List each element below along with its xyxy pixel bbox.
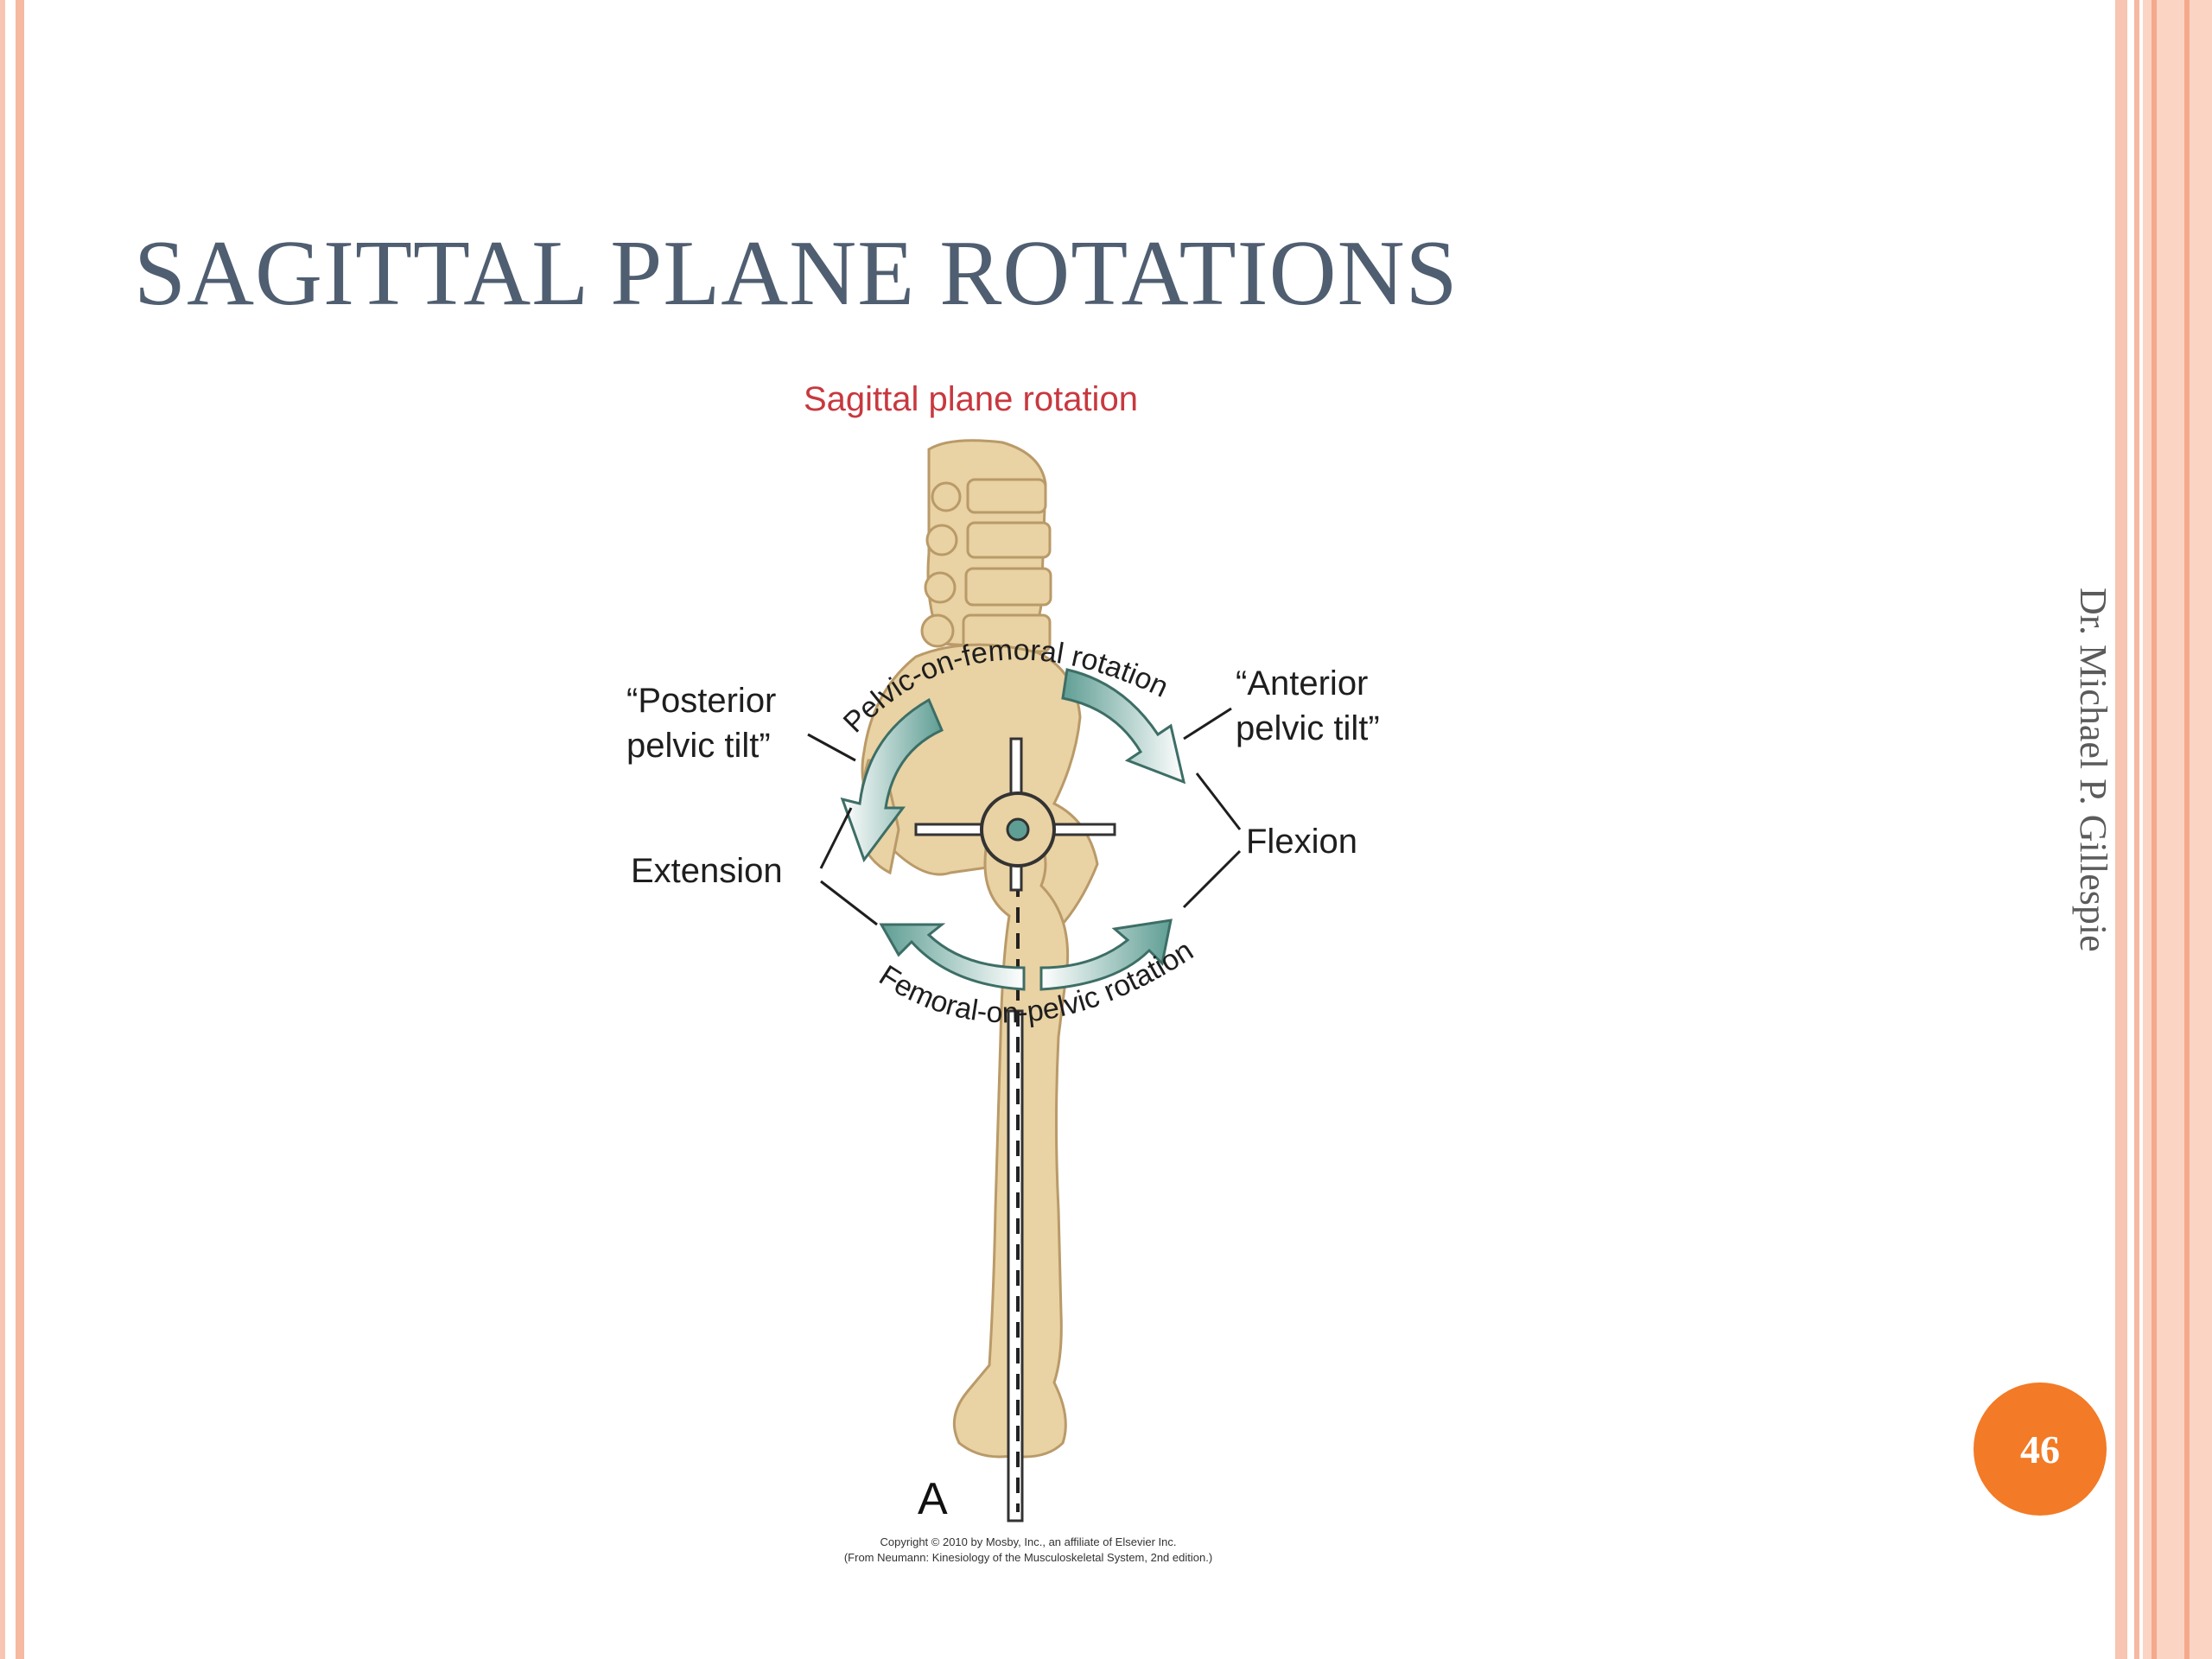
copyright-line-2: (From Neumann: Kinesiology of the Muscul… bbox=[843, 1551, 1213, 1564]
slide-border-left-inner bbox=[16, 0, 24, 1659]
figure-title: Sagittal plane rotation bbox=[804, 380, 1138, 418]
femur-pin bbox=[1007, 1009, 1024, 1522]
copyright-line-1: Copyright © 2010 by Mosby, Inc., an affi… bbox=[880, 1535, 1177, 1548]
hip-joint-center bbox=[1006, 817, 1030, 842]
extension-arrow bbox=[879, 923, 1026, 991]
anterior-tilt-label: “Anterior pelvic tilt” bbox=[1236, 661, 1380, 751]
slide-border-left-outer bbox=[0, 0, 5, 1659]
leader-lines bbox=[807, 707, 1242, 926]
slide-border-right-a bbox=[2115, 0, 2127, 1659]
posterior-tilt-label-line2: pelvic tilt” bbox=[626, 727, 771, 765]
flexion-arrow bbox=[1039, 918, 1173, 991]
slide-border-right-e bbox=[2184, 0, 2190, 1659]
posterior-tilt-label: “Posterior pelvic tilt” bbox=[626, 678, 776, 768]
slide-title: SAGITTAL PLANE ROTATIONS bbox=[134, 222, 1459, 325]
slide-border-right-b bbox=[2134, 0, 2139, 1659]
flexion-label: Flexion bbox=[1246, 823, 1357, 861]
lumbar-spine bbox=[920, 439, 1052, 653]
anterior-tilt-label-line2: pelvic tilt” bbox=[1236, 709, 1380, 747]
anterior-tilt-arrow bbox=[1061, 668, 1186, 785]
posterior-tilt-label-line1: “Posterior bbox=[626, 682, 777, 720]
page-number-badge: 46 bbox=[1974, 1382, 2107, 1516]
panel-label: A bbox=[918, 1474, 948, 1524]
figure-copyright: Copyright © 2010 by Mosby, Inc., an affi… bbox=[778, 1535, 1279, 1566]
extension-label: Extension bbox=[631, 852, 783, 890]
slide-border-right-d bbox=[2152, 0, 2157, 1659]
anterior-tilt-label-line1: “Anterior bbox=[1236, 664, 1369, 702]
posterior-tilt-arrow bbox=[840, 697, 944, 863]
author-name: Dr. Michael P. Gillespie bbox=[2072, 588, 2114, 952]
